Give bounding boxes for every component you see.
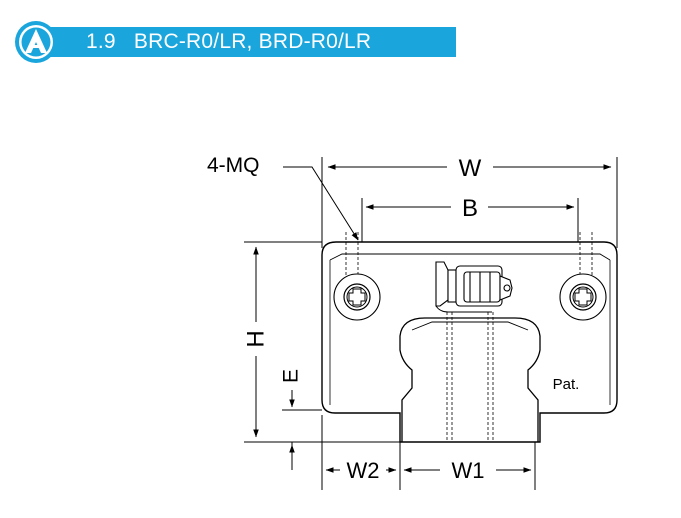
label-patent: Pat. [553, 376, 580, 393]
header-title: 1.9 BRC-R0/LR, BRD-R0/LR [86, 27, 371, 57]
model-names: BRC-R0/LR, BRD-R0/LR [133, 30, 372, 53]
grease-nipple-icon [435, 261, 513, 307]
center-hole [446, 312, 494, 440]
left-screw-icon [333, 273, 381, 321]
company-logo-icon [15, 21, 57, 63]
section-number: 1.9 [86, 30, 116, 53]
slider-block [321, 241, 618, 443]
label-mount-holes: 4-MQ [207, 154, 260, 177]
rail-profile [399, 317, 541, 442]
leader-line-mq [283, 166, 359, 241]
label-h: H [243, 330, 270, 347]
label-e: E [280, 369, 303, 383]
label-w2: W2 [347, 458, 380, 483]
right-screw-icon [559, 273, 607, 321]
header-bar [48, 27, 456, 57]
label-w1: W1 [452, 458, 485, 483]
section-header: 1.9 BRC-R0/LR, BRD-R0/LR [14, 20, 456, 64]
label-w: W [459, 155, 482, 182]
label-b: B [462, 195, 478, 222]
